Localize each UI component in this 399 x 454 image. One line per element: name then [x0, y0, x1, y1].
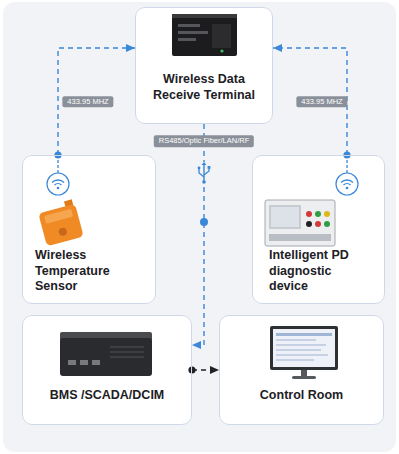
node-box: Intelligent PD diagnostic device: [252, 155, 385, 304]
box-fill: [22, 315, 192, 425]
node-label: Wireless Temperature Sensor: [35, 248, 133, 295]
node-box: Wireless Temperature Sensor: [22, 155, 156, 304]
node-label: Control Room: [228, 388, 375, 404]
connector: [192, 369, 219, 370]
pd-jack: [306, 221, 312, 227]
node-label: BMS /SCADA/DCIM: [31, 388, 183, 404]
monitor-screen: [273, 329, 335, 367]
edge-label-holder: RS485/Optic Fiber/LAN/RF: [154, 135, 254, 147]
monitor-stand: [292, 376, 316, 379]
bms-fin: [110, 351, 144, 353]
bms-fin: [110, 356, 144, 358]
terminal-detail: [178, 24, 200, 27]
pd-detail: [269, 234, 331, 241]
terminal-trim: [172, 14, 237, 18]
terminal-detail: [178, 38, 196, 41]
terminal-detail: [212, 24, 231, 48]
node-label: Wireless Data Receive Terminal: [146, 72, 262, 103]
wifi-icon: [57, 187, 60, 190]
bms-fin: [110, 346, 144, 348]
bms-device: [60, 338, 152, 376]
screen-row: [276, 339, 316, 341]
box-fill: [219, 315, 384, 425]
usb-icon-patch: [194, 162, 214, 182]
link-dot: [200, 218, 208, 226]
monitor: [270, 326, 338, 370]
icon-stem: [57, 155, 58, 173]
edge-label-holder: 433.95 MHZ: [62, 96, 113, 108]
sensor-detail: [44, 209, 73, 224]
pd-screen: [271, 207, 299, 227]
bms-port: [68, 360, 76, 365]
edge-label-holder: 433.95 MHZ: [296, 96, 347, 108]
node-box: BMS /SCADA/DCIM: [22, 315, 192, 425]
node-box: Wireless Data Receive Terminal: [135, 7, 273, 124]
box-fill: [22, 155, 156, 304]
screen-row: [276, 344, 326, 346]
wifi-icon: [346, 187, 349, 190]
icon-stem: [346, 155, 347, 173]
usb-icon: [208, 166, 211, 169]
terminal-device: [172, 14, 237, 56]
screen-row: [276, 349, 321, 351]
pd-jack: [324, 211, 330, 217]
pd-jack: [315, 221, 321, 227]
connector: [192, 124, 204, 345]
bms-port: [92, 360, 100, 365]
pd-device: [265, 200, 335, 246]
pd-jack: [324, 221, 330, 227]
terminal-detail: [178, 31, 208, 34]
usb-icon: [204, 168, 209, 175]
sensor-body: [38, 204, 84, 247]
pd-jack: [306, 211, 312, 217]
sensor-detail: [58, 227, 68, 237]
usb-icon: [203, 164, 204, 181]
monitor-stand: [301, 370, 307, 376]
edge-label: 433.95 MHZ: [62, 96, 113, 108]
node-label: Intelligent PD diagnostic device: [269, 248, 367, 295]
wifi-icon: [344, 184, 351, 185]
usb-icon: [199, 169, 204, 177]
screen-row: [276, 333, 332, 336]
connector: [273, 48, 347, 155]
wifi-icon: [341, 180, 353, 182]
wifi-icon: [52, 180, 64, 182]
pd-jack: [315, 211, 321, 217]
screen-row: [276, 354, 328, 356]
edge-label: RS485/Optic Fiber/LAN/RF: [154, 135, 254, 147]
node-box: Control Room: [219, 315, 384, 425]
usb-icon: [202, 180, 206, 184]
box-fill: [252, 155, 385, 304]
connector: [58, 48, 135, 155]
bms-port: [80, 360, 88, 365]
pd-screen: [269, 205, 301, 229]
screen-row: [276, 359, 314, 361]
usb-icon: [198, 167, 201, 170]
box-fill: [135, 7, 273, 124]
terminal-led: [220, 49, 223, 52]
usb-icon: [202, 162, 207, 165]
wifi-icon: [47, 173, 69, 195]
wifi-icon: [336, 173, 358, 195]
edge-label: 433.95 MHZ: [296, 96, 347, 108]
wifi-icon: [55, 184, 62, 185]
